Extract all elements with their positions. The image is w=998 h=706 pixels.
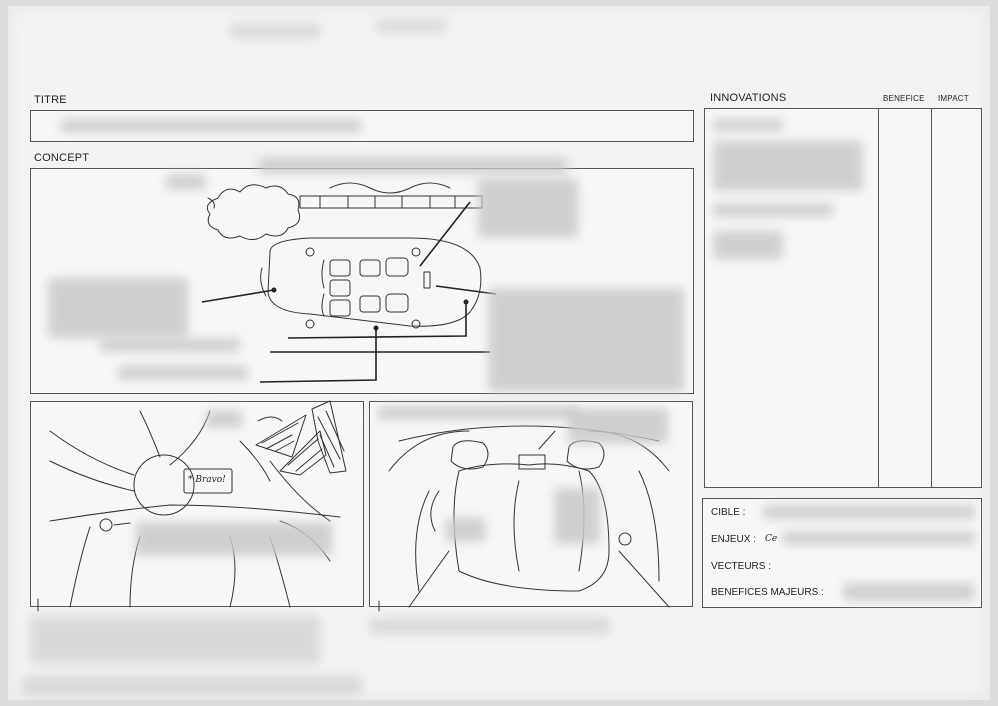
blurred-annotation <box>206 410 242 428</box>
concept-sheet: TITRE CONCEPT <box>8 6 990 700</box>
blurred-annotation <box>488 288 684 392</box>
blurred-annotation <box>166 174 206 190</box>
vecteurs-label: VECTEURS : <box>711 561 771 572</box>
blurred-benefices-value <box>843 583 975 601</box>
blurred-annotation <box>446 518 486 542</box>
blurred-title-text <box>61 119 361 133</box>
blurred-cible-value <box>763 505 975 519</box>
enjeux-value-partial: Ce <box>765 534 777 544</box>
impact-label: IMPACT <box>938 94 969 103</box>
innovations-label: INNOVATIONS <box>710 92 786 104</box>
blurred-footer-note <box>30 616 320 664</box>
blurred-footer-note <box>370 618 610 634</box>
innovations-table <box>704 108 982 488</box>
blurred-annotation <box>48 278 188 338</box>
blurred-innovation-text <box>713 203 833 217</box>
titre-label: TITRE <box>34 94 67 106</box>
benefices-majeurs-label: BENEFICES MAJEURS : <box>711 587 824 598</box>
impact-column-divider <box>931 109 932 487</box>
blurred-annotation <box>100 338 240 352</box>
blurred-innovation-text <box>713 119 783 131</box>
cible-label: CIBLE : <box>711 507 745 518</box>
blurred-innovation-text <box>713 231 783 259</box>
benefice-label: BENEFICE <box>883 94 925 103</box>
blurred-enjeux-value <box>783 531 975 545</box>
blurred-innovation-text <box>713 141 863 191</box>
titre-field[interactable] <box>30 110 694 142</box>
blurred-annotation <box>478 178 578 238</box>
blurred-annotation <box>136 522 332 556</box>
blurred-header-note <box>230 24 320 38</box>
blurred-annotation <box>258 158 568 174</box>
dashboard-interior-sketch <box>30 401 364 607</box>
enjeux-label: ENJEUX : <box>711 534 756 545</box>
blurred-footer-note <box>22 676 362 696</box>
cible-enjeux-box: CIBLE : ENJEUX : Ce VECTEURS : BENEFICES… <box>702 498 982 608</box>
blurred-annotation <box>118 366 248 380</box>
blurred-annotation <box>568 408 668 444</box>
screen-message: * Bravo! <box>188 475 226 485</box>
blurred-header-note <box>376 20 446 32</box>
blurred-annotation <box>378 406 578 420</box>
benefice-column-divider <box>878 109 879 487</box>
concept-label: CONCEPT <box>34 152 89 164</box>
blurred-annotation <box>554 488 600 544</box>
